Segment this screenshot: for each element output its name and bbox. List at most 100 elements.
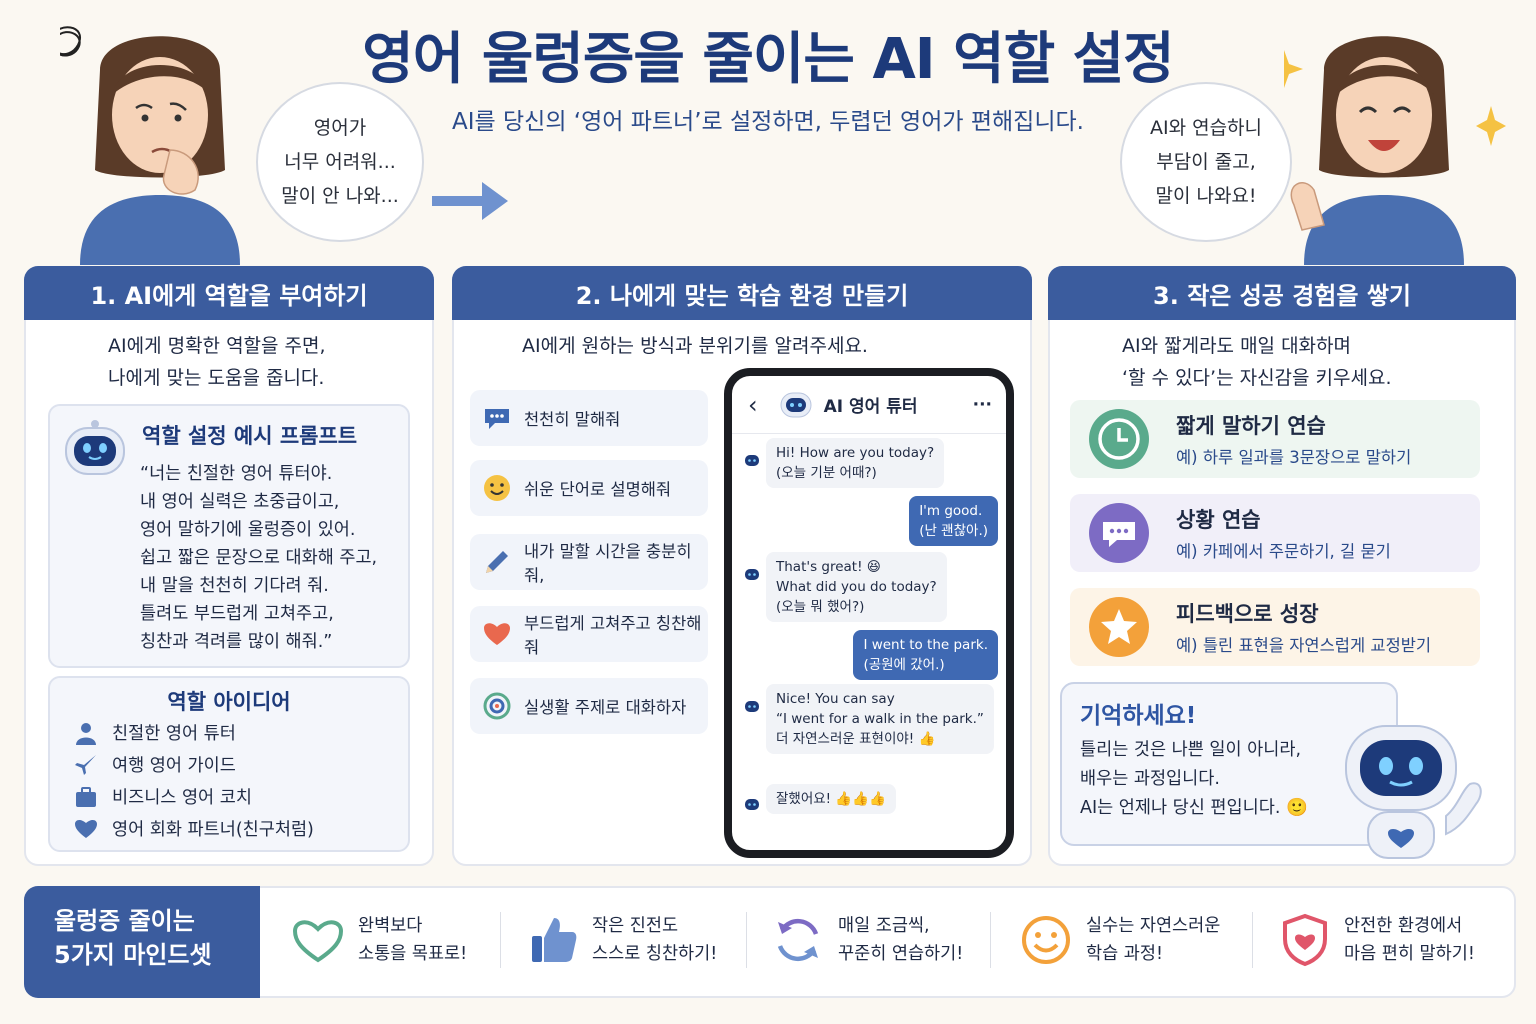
divider <box>1252 912 1253 968</box>
request-chip: 쉬운 단어로 설명해줘 <box>470 460 708 516</box>
role-idea-label: 영어 회화 파트너(친구처럼) <box>112 820 314 840</box>
remember-note-box <box>1060 682 1398 846</box>
briefcase-icon <box>76 786 96 807</box>
smile-icon <box>484 475 510 501</box>
bubble-line: 말이 나와요! <box>1155 185 1257 207</box>
chat-message-ai: Hi! How are you today? (오늘 기분 어때?) <box>766 438 945 488</box>
mindset-label: 울렁증 줄이는 5가지 마인드셋 <box>24 886 260 998</box>
robot-icon <box>745 799 759 810</box>
role-ideas-title: 역할 아이디어 <box>167 690 291 714</box>
card-title: 피드백으로 성장 <box>1176 602 1319 626</box>
heart-icon <box>75 819 97 838</box>
chip-label: 부드럽게 고쳐주고 칭찬해줘 <box>524 614 702 657</box>
worried-woman-illustration <box>60 26 240 265</box>
panel-intro: AI와 짧게라도 매일 대화하며 ‘할 수 있다’는 자신감을 키우세요. <box>1122 330 1392 394</box>
robot-icon <box>65 420 125 475</box>
mindset-text: 안전한 환경에서 마음 편히 말하기! <box>1344 916 1475 964</box>
practice-card: 짧게 말하기 연습 예) 하루 일과를 3문장으로 말하기 <box>1070 400 1480 478</box>
phone-chat-mockup: ‹ AI 영어 튜터 ··· Hi! How are you today? (오… <box>724 368 1014 858</box>
back-icon[interactable]: ‹ <box>748 390 758 419</box>
panel-intro: AI에게 명확한 역할을 주면, 나에게 맞는 도움을 줍니다. <box>108 330 326 394</box>
intro-line: 나에게 맞는 도움을 줍니다. <box>108 367 325 389</box>
thumbs-up-icon <box>532 918 577 962</box>
heart-outline-icon <box>292 920 344 963</box>
intro-line: AI와 짧게라도 매일 대화하며 <box>1122 335 1352 357</box>
chat-message-ai: 잘했어요! 👍👍👍 <box>766 784 896 814</box>
mindset-item: 실수는 자연스러운 학습 과정! <box>1020 912 1220 968</box>
robot-icon <box>780 392 812 417</box>
bubble-line: 부담이 줄고, <box>1156 151 1256 173</box>
chat-title: AI 영어 튜터 <box>823 397 918 417</box>
request-chip: 내가 말할 시간을 충분히 줘, <box>470 534 708 590</box>
role-idea-item: 영어 회화 파트너(친구처럼) <box>74 816 314 841</box>
happy-woman-illustration <box>1284 36 1464 265</box>
practice-card: 상황 연습 예) 카페에서 주문하기, 길 묻기 <box>1070 494 1480 572</box>
chip-label: 내가 말할 시간을 충분히 줘, <box>524 542 692 585</box>
role-idea-item: 여행 영어 가이드 <box>74 752 236 777</box>
speech-bubble-worried: 영어가 너무 어려워... 말이 안 나와... <box>256 82 424 242</box>
person-icon <box>76 722 96 745</box>
divider <box>746 912 747 968</box>
role-idea-label: 친절한 영어 튜터 <box>112 724 236 744</box>
speech-bubble-icon <box>485 409 509 429</box>
role-idea-item: 비즈니스 영어 코치 <box>74 784 252 809</box>
chip-label: 실생활 주제로 대화하자 <box>524 698 687 717</box>
card-subtitle: 예) 틀린 표현을 자연스럽게 교정받기 <box>1176 636 1432 655</box>
bubble-line: 영어가 <box>313 117 367 139</box>
mindset-footer <box>24 886 1516 998</box>
chat-message-ai: That's great! 😆 What did you do today? (… <box>766 552 947 622</box>
card-subtitle: 예) 카페에서 주문하기, 길 묻기 <box>1176 542 1391 561</box>
chat-icon <box>1089 503 1149 563</box>
card-subtitle: 예) 하루 일과를 3문장으로 말하기 <box>1176 448 1412 467</box>
smile-icon <box>1022 916 1070 964</box>
panel-heading: 1. AI에게 역할을 부여하기 <box>24 266 434 320</box>
speech-bubble-happy: AI와 연습하니 부담이 줄고, 말이 나와요! <box>1120 82 1292 242</box>
bubble-line: 너무 어려워... <box>284 151 396 173</box>
airplane-icon <box>75 754 96 775</box>
bubble-line: AI와 연습하니 <box>1149 117 1263 139</box>
page-subtitle: AI를 당신의 ‘영어 파트너’로 설정하면, 두렵던 영어가 편해집니다. <box>452 109 1084 135</box>
card-title: 짧게 말하기 연습 <box>1176 414 1326 438</box>
divider <box>500 912 501 968</box>
role-idea-item: 친절한 영어 튜터 <box>74 720 236 745</box>
remember-title: 기억하세요! <box>1080 703 1197 729</box>
chat-message-user: I'm good. (난 괜찮아.) <box>909 496 998 546</box>
intro-line: AI에게 명확한 역할을 주면, <box>108 335 326 357</box>
chat-message-user: I went to the park. (공원에 갔어.) <box>853 630 998 680</box>
robot-icon <box>745 701 759 712</box>
remember-text: 틀리는 것은 나쁜 일이 아니라, 배우는 과정입니다. AI는 언제나 당신 … <box>1080 740 1308 818</box>
mindset-item: 매일 조금씩, 꾸준히 연습하기! <box>772 912 963 968</box>
panel-intro: AI에게 원하는 방식과 분위기를 알려주세요. <box>522 335 868 357</box>
mindset-item: 완벽보다 소통을 목표로! <box>292 912 467 968</box>
bubble-line: 말이 안 나와... <box>281 185 399 207</box>
mindset-text: 실수는 자연스러운 학습 과정! <box>1086 916 1221 964</box>
role-idea-label: 비즈니스 영어 코치 <box>112 788 252 808</box>
prompt-text: “너는 친절한 영어 튜터야. 내 영어 실력은 초중급이고, 영어 말하기에 … <box>140 464 378 652</box>
role-idea-label: 여행 영어 가이드 <box>112 756 236 776</box>
intro-line: ‘할 수 있다’는 자신감을 키우세요. <box>1122 367 1392 389</box>
chip-label: 쉬운 단어로 설명해줘 <box>524 480 672 499</box>
chip-label: 천천히 말해줘 <box>524 410 621 429</box>
sparkle-icon <box>1284 50 1303 88</box>
mindset-item: 작은 진전도 스스로 칭찬하기! <box>530 912 717 968</box>
prompt-title: 역할 설정 예시 프롬프트 <box>142 424 358 448</box>
mindset-text: 매일 조금씩, 꾸준히 연습하기! <box>838 916 964 964</box>
right-arrow-icon <box>432 182 508 220</box>
robot-icon <box>745 455 759 466</box>
sparkle-icon <box>1476 106 1506 146</box>
heart-icon <box>484 623 510 645</box>
card-title: 상황 연습 <box>1176 508 1261 532</box>
chat-header: ‹ AI 영어 튜터 ··· <box>732 376 1006 434</box>
divider <box>990 912 991 968</box>
pencil-icon <box>486 551 508 573</box>
shield-heart-icon <box>1283 913 1327 967</box>
practice-card: 피드백으로 성장 예) 틀린 표현을 자연스럽게 교정받기 <box>1070 588 1480 666</box>
mindset-text: 완벽보다 소통을 목표로! <box>358 916 468 964</box>
target-icon <box>483 692 511 720</box>
chat-message-ai: Nice! You can say “I went for a walk in … <box>766 684 994 754</box>
request-chip: 부드럽게 고쳐주고 칭찬해줘 <box>470 606 708 662</box>
cycle-icon <box>777 918 819 962</box>
page-title: 영어 울렁증을 줄이는 AI 역할 설정 <box>362 27 1174 92</box>
waving-robot-illustration <box>1345 725 1482 859</box>
more-menu-icon[interactable]: ··· <box>972 394 992 415</box>
